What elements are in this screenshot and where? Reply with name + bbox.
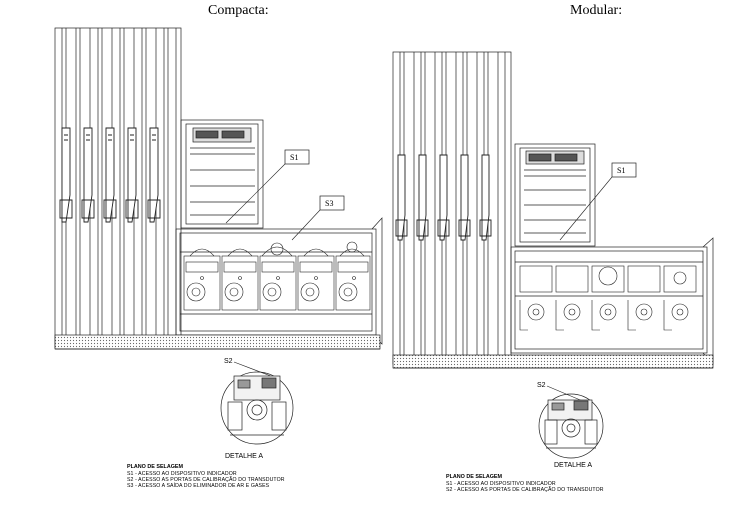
callout-s1-label: S1 (290, 153, 298, 162)
compact-display-head (180, 119, 264, 229)
callout-leader-s1 (225, 163, 286, 224)
compact-plan-line-3: S3 - ACESSO A SAÍDA DO ELIMINADOR DE AR … (127, 482, 270, 489)
compact-sealing-plan: PLANO DE SELAGEM S1 - ACESSO AO DISPOSIT… (127, 464, 285, 489)
compact-base (54, 334, 381, 350)
callout-leader-s3 (291, 209, 321, 241)
compact-dispenser (54, 27, 383, 350)
callout-s3-label: S3 (325, 199, 333, 208)
compact-plan-line-2: S2 - ACESSO AS PORTAS DE CALIBRAÇÃO DO T… (127, 476, 285, 483)
modular-detail-label: DETALHE A (554, 462, 592, 469)
modular-callout-s2-label: S2 (537, 382, 546, 389)
compact-detail-label: DETALHE A (225, 453, 263, 460)
compact-detail-a: S2 (220, 358, 294, 445)
modular-plan-line-1: S1 - ACESSO AO DISPOSITIVO INDICADOR (446, 481, 556, 487)
modular-nozzles (395, 154, 492, 241)
modular-base (392, 354, 714, 369)
compact-title: Compacta: (208, 3, 269, 18)
modular-display-head (514, 143, 596, 247)
modular-callout-box-s1 (611, 162, 637, 178)
compact-plan-heading: PLANO DE SELAGEM (127, 464, 184, 470)
modular-sealing-plan: PLANO DE SELAGEM S1 - ACESSO AO DISPOSIT… (446, 474, 604, 493)
callout-box-s3 (319, 195, 345, 211)
modular-title: Modular: (570, 3, 623, 18)
callout-box-s1 (284, 149, 310, 165)
compact-hydraulic-cabinet (175, 217, 383, 345)
compact-plan-line-1: S1 - ACESSO AO DISPOSITIVO INDICADOR (127, 471, 237, 477)
modular-nozzle-columns (392, 51, 512, 365)
compact-nozzle-columns (54, 27, 182, 349)
callout-s2-label: S2 (224, 358, 233, 365)
modular-callout-leader-s1 (559, 176, 613, 241)
compact-callouts: S1 S3 (225, 149, 345, 241)
modular-hydraulic-cabinet (510, 237, 714, 365)
modular-callouts: S1 (559, 162, 637, 241)
compact-nozzles (59, 127, 161, 223)
modular-dispenser (392, 51, 714, 369)
modular-plan-line-2: S2 - ACESSO AS PORTAS DE CALIBRAÇÃO DO T… (446, 486, 604, 493)
modular-plan-heading: PLANO DE SELAGEM (446, 474, 503, 480)
modular-callout-s1-label: S1 (617, 166, 625, 175)
modular-detail-a: S2 (537, 382, 604, 459)
